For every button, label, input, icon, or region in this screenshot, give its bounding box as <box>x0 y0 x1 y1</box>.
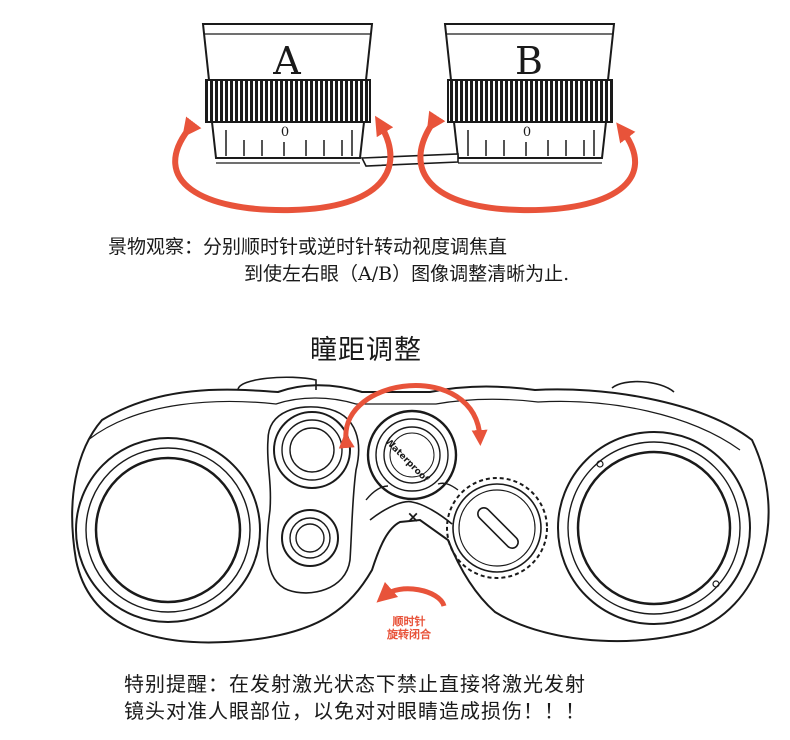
eyepiece-b-scale-zero: 0 <box>523 125 531 140</box>
close-rotation-label-line1: 顺时针 <box>392 615 426 628</box>
warning-line2: 镜头对准人眼部位，以免对对眼睛造成损伤！！！ <box>124 699 586 723</box>
warning-line1: 特别提醒：在发射激光状态下禁止直接将激光发射 <box>124 672 586 696</box>
focus-arrow-a <box>172 115 394 214</box>
eyepiece-bridge <box>360 153 459 167</box>
focus-instruction-line2: 到使左右眼（A/B）图像调整清晰为止. <box>244 263 570 285</box>
focus-instruction-line1: 景物观察：分别顺时针或逆时针转动视度调焦直 <box>108 236 508 258</box>
eyepiece-b-label: B <box>515 39 543 83</box>
ipd-arrow <box>338 383 488 449</box>
close-rotation-label-line2: 旋转闭合 <box>387 628 431 641</box>
focus-arrow-b <box>417 110 638 214</box>
binocular-body <box>71 376 770 644</box>
hinge-cross-mark: × <box>407 508 420 526</box>
eyepiece-a-scale-zero: 0 <box>281 125 289 140</box>
eyepiece-a-label: A <box>272 39 301 83</box>
ipd-title: 瞳距调整 <box>310 335 422 366</box>
waterproof-label: Waterproof <box>382 437 430 485</box>
close-rotation-arrow <box>376 581 447 608</box>
